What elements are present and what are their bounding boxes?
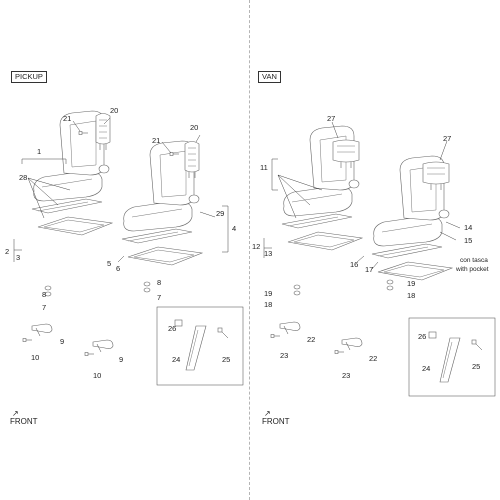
pocket-note-it: con tasca xyxy=(460,257,488,264)
callout-7a: 7 xyxy=(42,303,46,312)
van-callouts: 11 12 13 14 15 16 17 18 18 19 19 22 22 2… xyxy=(252,114,489,380)
pickup-front-indicator: ↗ FRONT xyxy=(10,409,38,427)
callout-19b: 19 xyxy=(407,279,415,288)
callout-23b: 23 xyxy=(342,371,350,380)
callout-1: 1 xyxy=(37,147,41,156)
callout-26: 26 xyxy=(168,324,176,333)
callout-17: 17 xyxy=(365,265,373,274)
pickup-lever-left xyxy=(31,323,53,337)
callout-15: 15 xyxy=(464,236,472,245)
callout-26: 26 xyxy=(418,332,426,341)
van-lever-left xyxy=(279,321,301,335)
callout-10b: 10 xyxy=(93,371,101,380)
van-front-label: FRONT xyxy=(262,417,290,426)
callout-27a: 27 xyxy=(327,114,335,123)
van-front-indicator: ↗ FRONT xyxy=(262,409,290,427)
van-panel-label: VAN xyxy=(258,71,281,83)
callout-9b: 9 xyxy=(119,355,123,364)
callout-8b: 8 xyxy=(157,278,161,287)
pickup-front-label: FRONT xyxy=(10,417,38,426)
van-leader-lines xyxy=(263,121,461,270)
callout-23a: 23 xyxy=(280,351,288,360)
callout-11: 11 xyxy=(260,163,268,172)
van-lever-right xyxy=(341,337,363,351)
callout-18a: 18 xyxy=(264,300,272,309)
van-washers-right xyxy=(386,279,394,291)
callout-24: 24 xyxy=(422,364,430,373)
pickup-callouts: 1 2 3 4 5 6 7 7 8 8 9 9 10 10 20 20 21 2… xyxy=(5,106,236,380)
pickup-panel-label: PICKUP xyxy=(11,71,47,83)
callout-16: 16 xyxy=(350,260,358,269)
callout-3: 3 xyxy=(16,253,20,262)
pickup-belt-kit-frame xyxy=(156,306,244,386)
pickup-washers-right xyxy=(143,281,151,293)
callout-5: 5 xyxy=(107,259,111,268)
callout-22b: 22 xyxy=(369,354,377,363)
callout-10a: 10 xyxy=(31,353,39,362)
callout-21a: 21 xyxy=(63,114,71,123)
callout-13: 13 xyxy=(264,249,272,258)
van-belt-kit-frame xyxy=(408,317,496,397)
pickup-belt-kit xyxy=(174,319,229,371)
van-washers-left xyxy=(293,284,301,296)
callout-20a: 20 xyxy=(110,106,118,115)
callout-29: 29 xyxy=(216,209,224,218)
callout-9a: 9 xyxy=(60,337,64,346)
pickup-lever-right xyxy=(92,339,114,353)
callout-14: 14 xyxy=(464,223,472,232)
callout-27b: 27 xyxy=(443,134,451,143)
callout-25: 25 xyxy=(222,355,230,364)
callout-20b: 20 xyxy=(190,123,198,132)
callout-22a: 22 xyxy=(307,335,315,344)
pickup-leader-lines xyxy=(13,117,229,263)
callout-4: 4 xyxy=(232,224,236,233)
callout-19a: 19 xyxy=(264,289,272,298)
callout-7b: 7 xyxy=(157,293,161,302)
van-belt-kit xyxy=(428,331,483,383)
pocket-note-en: with pocket xyxy=(455,266,489,273)
callout-28: 28 xyxy=(19,173,27,182)
callout-18b: 18 xyxy=(407,291,415,300)
panel-divider xyxy=(249,0,250,500)
callout-21b: 21 xyxy=(152,136,160,145)
callout-6: 6 xyxy=(116,264,120,273)
callout-24: 24 xyxy=(172,355,180,364)
callout-8a: 8 xyxy=(42,290,46,299)
callout-25: 25 xyxy=(472,362,480,371)
front-arrow-icon: ↗ xyxy=(12,409,19,418)
callout-2: 2 xyxy=(5,247,9,256)
front-arrow-icon: ↗ xyxy=(264,409,271,418)
callout-12: 12 xyxy=(252,242,260,251)
